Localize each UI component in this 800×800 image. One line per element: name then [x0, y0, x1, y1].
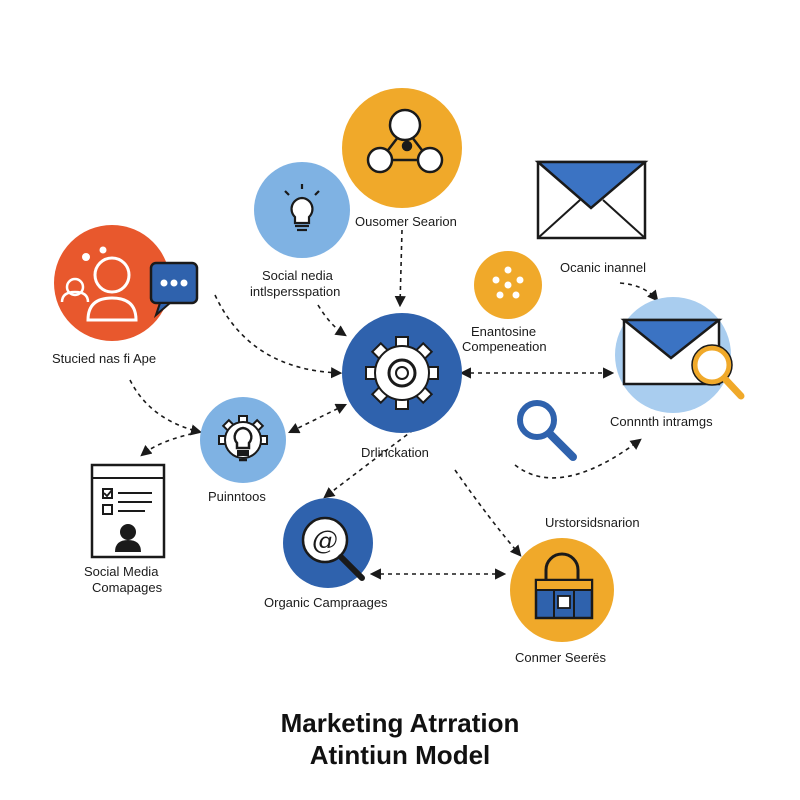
connector-social-to-hub: [317, 304, 347, 337]
envelope-search-icon: [620, 318, 745, 400]
connector-user-to-puinntoos: [129, 379, 203, 436]
node-social-campaigns: [90, 463, 166, 559]
node-customer-circle: [342, 88, 462, 208]
node-hub: [342, 313, 462, 433]
enantosine-label-line2: Compeneation: [462, 339, 547, 354]
node-customer: [342, 88, 462, 208]
user-chat-icon: [60, 246, 199, 322]
node-enantosine: [474, 251, 542, 319]
gear-icon: [365, 336, 439, 410]
store-icon: [534, 552, 594, 620]
at-search-icon: @: [301, 516, 365, 581]
connectors: [129, 229, 659, 580]
connector-hub-to-commerce: [454, 469, 522, 557]
enantosine-label-line1: Enantosine: [471, 324, 537, 339]
svg-text:@: @: [312, 526, 338, 556]
node-social-media-inspiration: [254, 162, 350, 258]
node-email-top: [534, 160, 649, 240]
puinntoos-label: Puinntoos: [208, 489, 266, 504]
envelope-icon: [534, 160, 649, 240]
node-organic: @: [283, 498, 373, 588]
node-studied: [54, 225, 199, 341]
customer-label: Ousomer Searion: [355, 214, 457, 229]
node-commerce: [510, 538, 614, 642]
connector-puinntoos-to-document: [140, 431, 201, 457]
commerce-label: Conmer Seerës: [515, 650, 607, 665]
social-campaigns-label-line2: Comapages: [92, 580, 163, 595]
oceanic-channel-label: Ocanic inannel: [560, 260, 646, 275]
gear-bulb-icon: [218, 415, 268, 462]
lightbulb-icon: [284, 184, 320, 232]
connector-hub-to-organic: [323, 424, 421, 499]
node-search: [517, 400, 577, 461]
diagram-title-line1: Marketing Atrration: [280, 708, 520, 738]
connector-search-to-conversion: [514, 438, 642, 479]
node-studied-circle: [54, 225, 170, 341]
connector-hub-to-puinntoos: [287, 403, 348, 434]
node-conversion: [615, 297, 745, 413]
studied-label: Stucied nas fi Ape: [52, 351, 157, 366]
social-campaigns-label-line1: Social Media: [84, 564, 159, 579]
social-media-label-line2: intlspersspation: [250, 284, 341, 299]
connector-user-to-hub: [214, 294, 343, 379]
conversion-label: Connnth intramgs: [610, 414, 713, 429]
diagram-title-line2: Atintiun Model: [309, 740, 491, 770]
node-puinntoos: [200, 397, 286, 483]
organic-label: Organic Campraages: [264, 595, 388, 610]
understanding-label: Urstorsidsnarion: [545, 515, 640, 530]
molecule-icon: [366, 108, 444, 174]
magnifier-icon: [517, 400, 577, 461]
social-media-label-line1: Social nedia: [262, 268, 333, 283]
document-icon: [90, 463, 166, 559]
connector-customer-to-hub: [394, 229, 406, 308]
dots-icon: [492, 266, 524, 299]
hub-label: Drlinckation: [361, 445, 429, 460]
connector-channel-to-envelope: [619, 282, 659, 302]
